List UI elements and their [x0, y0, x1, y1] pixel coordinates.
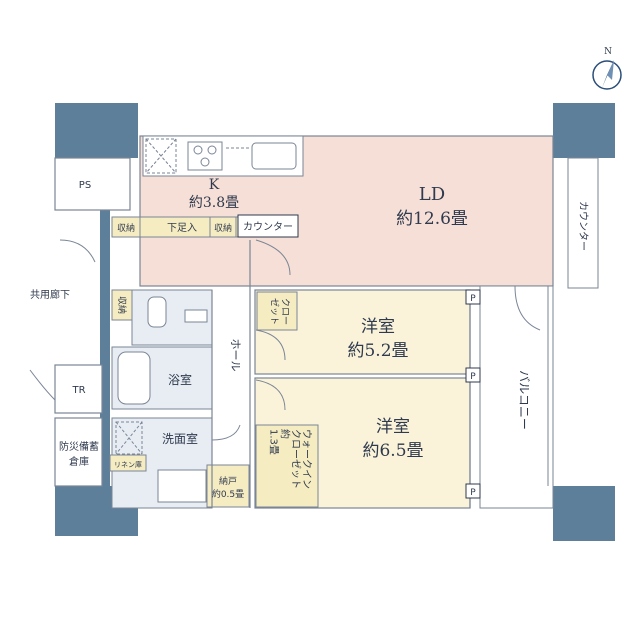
nando-storage: [206, 464, 250, 508]
kitchen-counter: [142, 135, 304, 177]
ld-name: LD: [419, 184, 445, 205]
ps-room: [54, 157, 131, 211]
disaster-storage-room: [54, 417, 103, 487]
p-marker-3-box: [465, 483, 481, 499]
tr-room: [54, 364, 103, 414]
column-top-left: [55, 103, 138, 158]
balcony: [479, 285, 554, 509]
walk-in-closet: [255, 424, 319, 508]
western1-name: 洋室: [361, 317, 395, 337]
closet-label: クローゼット: [269, 298, 291, 325]
closet-label-line-2: ゼット: [269, 298, 281, 325]
p-marker-2-box: [465, 367, 481, 383]
disaster-storage-line2: 倉庫: [69, 455, 89, 468]
western2-name: 洋室: [376, 417, 410, 437]
corridor-label: 共用廊下: [30, 288, 70, 301]
column-left-mid: [100, 210, 110, 510]
column-bottom-right: [553, 486, 615, 541]
fridge-box: [145, 138, 177, 174]
linen-label: リネン庫: [114, 460, 142, 469]
western2-area: 約6.5畳: [362, 441, 423, 461]
shoe-box-label: 下足入: [167, 222, 197, 234]
western1-area: 約5.2畳: [347, 341, 408, 361]
nando-area: 約0.5畳: [212, 488, 244, 500]
closet: [256, 291, 298, 331]
p-marker-1-box: [465, 289, 481, 305]
nando-name: 納戸: [219, 475, 237, 487]
bathtub-icon: [117, 351, 151, 405]
toilet-icon: [147, 296, 167, 328]
walk-in-closet-label-line-4: 1.3畳: [268, 429, 280, 455]
hall-storage-label: 収納: [116, 296, 128, 314]
disaster-storage-line1: 防災備蓄: [59, 440, 99, 453]
compass-label: N: [604, 47, 612, 57]
linen-storage: [109, 454, 147, 472]
walk-in-closet-label-line-2: クローゼット: [290, 429, 302, 489]
counter-kitchen-label: カウンター: [243, 221, 293, 233]
walk-in-closet-label-line-3: 約: [279, 429, 292, 439]
compass-icon: [592, 60, 622, 90]
tr-label: TR: [71, 385, 85, 396]
kitchen-area: 約3.8畳: [189, 195, 239, 211]
ld-area: 約12.6畳: [396, 209, 468, 229]
hall-label: ホール: [229, 339, 242, 372]
p-marker-3: P: [470, 488, 476, 498]
p-marker-1: P: [470, 294, 476, 304]
counter-box-kitchen: [237, 214, 299, 238]
closet-label-line-1: クロー: [280, 298, 291, 325]
column-top-right: [553, 103, 615, 158]
washroom-label: 洗面室: [162, 431, 198, 446]
washbasin-icon: [157, 469, 207, 503]
counter-ld-box: [567, 157, 599, 289]
ps-label: PS: [79, 180, 91, 191]
kitchen-name: K: [209, 177, 220, 193]
counter-ld-label: カウンター: [577, 201, 589, 251]
walk-in-closet-label-line-1: ウォークイン: [301, 429, 313, 489]
stove-icon: [187, 141, 223, 171]
bath-label: 浴室: [168, 372, 192, 387]
storage-label-1: 収納: [117, 222, 135, 234]
p-marker-2: P: [470, 372, 476, 382]
storage-label-2: 収納: [214, 222, 232, 234]
sink-icon: [251, 142, 297, 170]
balcony-label: バルコニー: [517, 370, 531, 430]
